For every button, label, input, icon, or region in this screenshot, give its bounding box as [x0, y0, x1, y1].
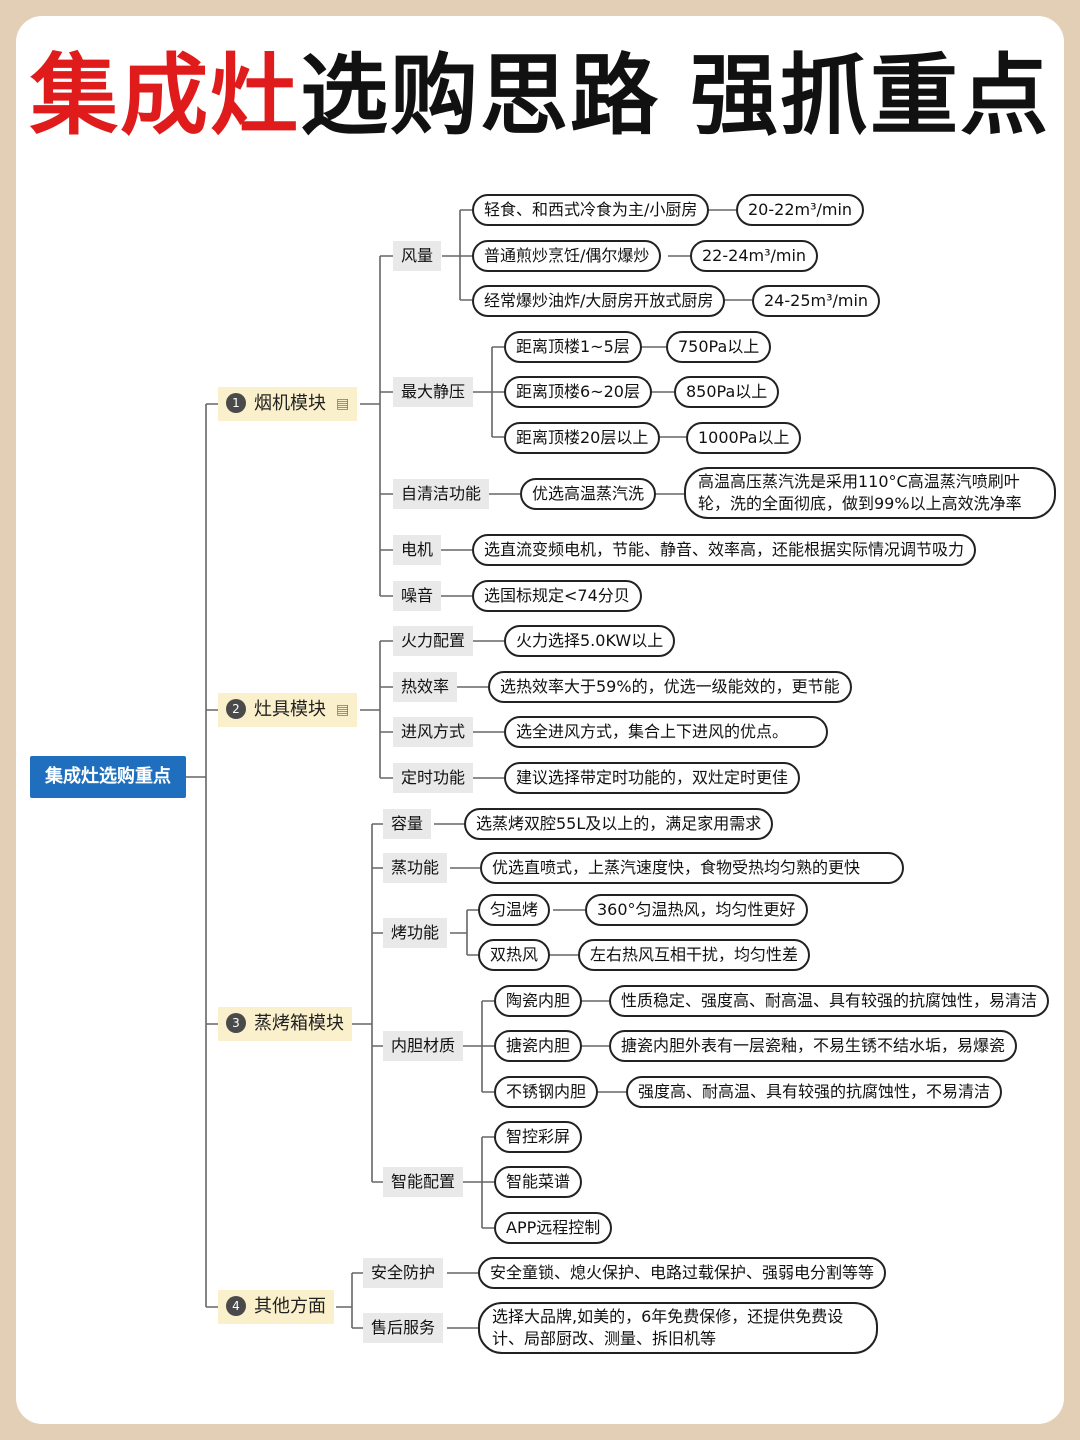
smart-feature-2[interactable]: 智能菜谱: [494, 1166, 583, 1198]
group-noise[interactable]: 噪音: [393, 581, 442, 611]
smart-feature-1[interactable]: 智控彩屏: [494, 1121, 583, 1153]
thermal-efficiency-detail[interactable]: 选热效率大于59%的，优选一级能效的，更节能: [488, 671, 852, 703]
group-liner-material[interactable]: 内胆材质: [383, 1031, 464, 1061]
group-steam-function[interactable]: 蒸功能: [383, 853, 448, 883]
module-2-node[interactable]: 2 灶具模块 ▤: [218, 693, 358, 727]
module-label: 灶具模块: [254, 699, 326, 720]
liner-type-3[interactable]: 不锈钢内胆: [494, 1076, 599, 1108]
pressure-value-2[interactable]: 850Pa以上: [674, 376, 780, 408]
airflow-condition-3[interactable]: 经常爆炒油炸/大厨房开放式厨房: [472, 285, 726, 317]
group-thermal-efficiency[interactable]: 热效率: [393, 672, 458, 702]
group-self-cleaning[interactable]: 自清洁功能: [393, 479, 490, 509]
airflow-value-3[interactable]: 24-25m³/min: [752, 285, 881, 317]
module-number-badge: 4: [226, 1296, 246, 1316]
airflow-value-1[interactable]: 20-22m³/min: [736, 194, 865, 226]
group-smart-config[interactable]: 智能配置: [383, 1167, 464, 1197]
airflow-condition-1[interactable]: 轻食、和西式冷食为主/小厨房: [472, 194, 710, 226]
bake-type-1[interactable]: 匀温烤: [478, 894, 551, 926]
note-icon: ▤: [336, 702, 350, 718]
steam-function-detail[interactable]: 优选直喷式，上蒸汽速度快，食物受热均匀熟的更快: [480, 852, 904, 884]
timer-detail[interactable]: 建议选择带定时功能的，双灶定时更佳: [504, 762, 801, 794]
group-fire-power[interactable]: 火力配置: [393, 626, 474, 656]
title-black-part-1: 选购思路: [299, 44, 660, 147]
group-safety[interactable]: 安全防护: [363, 1258, 444, 1288]
note-icon: ▤: [336, 396, 350, 412]
module-number-badge: 1: [226, 393, 246, 413]
module-label: 蒸烤箱模块: [254, 1013, 344, 1034]
module-number-badge: 3: [226, 1013, 246, 1033]
root-node[interactable]: 集成灶选购重点: [30, 756, 186, 798]
noise-detail[interactable]: 选国标规定<74分贝: [472, 580, 642, 612]
airflow-value-2[interactable]: 22-24m³/min: [690, 240, 819, 272]
group-after-sales[interactable]: 售后服务: [363, 1313, 444, 1343]
pressure-condition-2[interactable]: 距离顶楼6~20层: [504, 376, 652, 408]
pressure-condition-3[interactable]: 距离顶楼20层以上: [504, 422, 661, 454]
title-red-part: 集成灶: [29, 44, 300, 147]
fire-power-detail[interactable]: 火力选择5.0KW以上: [504, 625, 676, 657]
bake-detail-1[interactable]: 360°匀温热风，均匀性更好: [585, 894, 808, 926]
pressure-value-1[interactable]: 750Pa以上: [666, 331, 772, 363]
module-3-node[interactable]: 3 蒸烤箱模块: [218, 1007, 352, 1041]
liner-type-2[interactable]: 搪瓷内胆: [494, 1030, 583, 1062]
safety-detail[interactable]: 安全童锁、熄火保护、电路过载保护、强弱电分割等等: [478, 1257, 887, 1289]
group-timer[interactable]: 定时功能: [393, 763, 474, 793]
bake-detail-2[interactable]: 左右热风互相干扰，均匀性差: [578, 939, 811, 971]
liner-detail-3[interactable]: 强度高、耐高温、具有较强的抗腐蚀性，不易清洁: [626, 1076, 1003, 1108]
pressure-condition-1[interactable]: 距离顶楼1~5层: [504, 331, 642, 363]
liner-type-1[interactable]: 陶瓷内胆: [494, 985, 583, 1017]
group-bake-function[interactable]: 烤功能: [383, 918, 448, 948]
group-static-pressure[interactable]: 最大静压: [393, 377, 474, 407]
airflow-condition-2[interactable]: 普通煎炒烹饪/偶尔爆炒: [472, 240, 662, 272]
pressure-value-3[interactable]: 1000Pa以上: [686, 422, 802, 454]
module-number-badge: 2: [226, 699, 246, 719]
group-motor[interactable]: 电机: [393, 535, 442, 565]
module-label: 烟机模块: [254, 393, 326, 414]
group-capacity[interactable]: 容量: [383, 809, 432, 839]
group-airflow[interactable]: 风量: [393, 241, 442, 271]
air-intake-detail[interactable]: 选全进风方式，集合上下进风的优点。: [504, 716, 828, 748]
capacity-detail[interactable]: 选蒸烤双腔55L及以上的，满足家用需求: [464, 808, 774, 840]
self-cleaning-choice[interactable]: 优选高温蒸汽洗: [520, 478, 657, 510]
bake-type-2[interactable]: 双热风: [478, 939, 551, 971]
page-title: 集成灶选购思路强抓重点: [0, 44, 1080, 148]
module-4-node[interactable]: 4 其他方面: [218, 1290, 334, 1324]
group-air-intake[interactable]: 进风方式: [393, 717, 474, 747]
motor-detail[interactable]: 选直流变频电机，节能、静音、效率高，还能根据实际情况调节吸力: [472, 534, 977, 566]
self-cleaning-detail[interactable]: 高温高压蒸汽洗是采用110°C高温蒸汽喷刷叶轮，洗的全面彻底，做到99%以上高效…: [684, 467, 1056, 519]
liner-detail-2[interactable]: 搪瓷内胆外表有一层瓷釉，不易生锈不结水垢，易爆瓷: [609, 1030, 1018, 1062]
module-label: 其他方面: [254, 1296, 326, 1317]
smart-feature-3[interactable]: APP远程控制: [494, 1212, 613, 1244]
liner-detail-1[interactable]: 性质稳定、强度高、耐高温、具有较强的抗腐蚀性，易清洁: [609, 985, 1050, 1017]
after-sales-detail[interactable]: 选择大品牌,如美的，6年免费保修，还提供免费设计、局部厨改、测量、拆旧机等: [478, 1302, 878, 1354]
module-1-node[interactable]: 1 烟机模块 ▤: [218, 387, 358, 421]
title-black-part-2: 强抓重点: [690, 44, 1051, 147]
